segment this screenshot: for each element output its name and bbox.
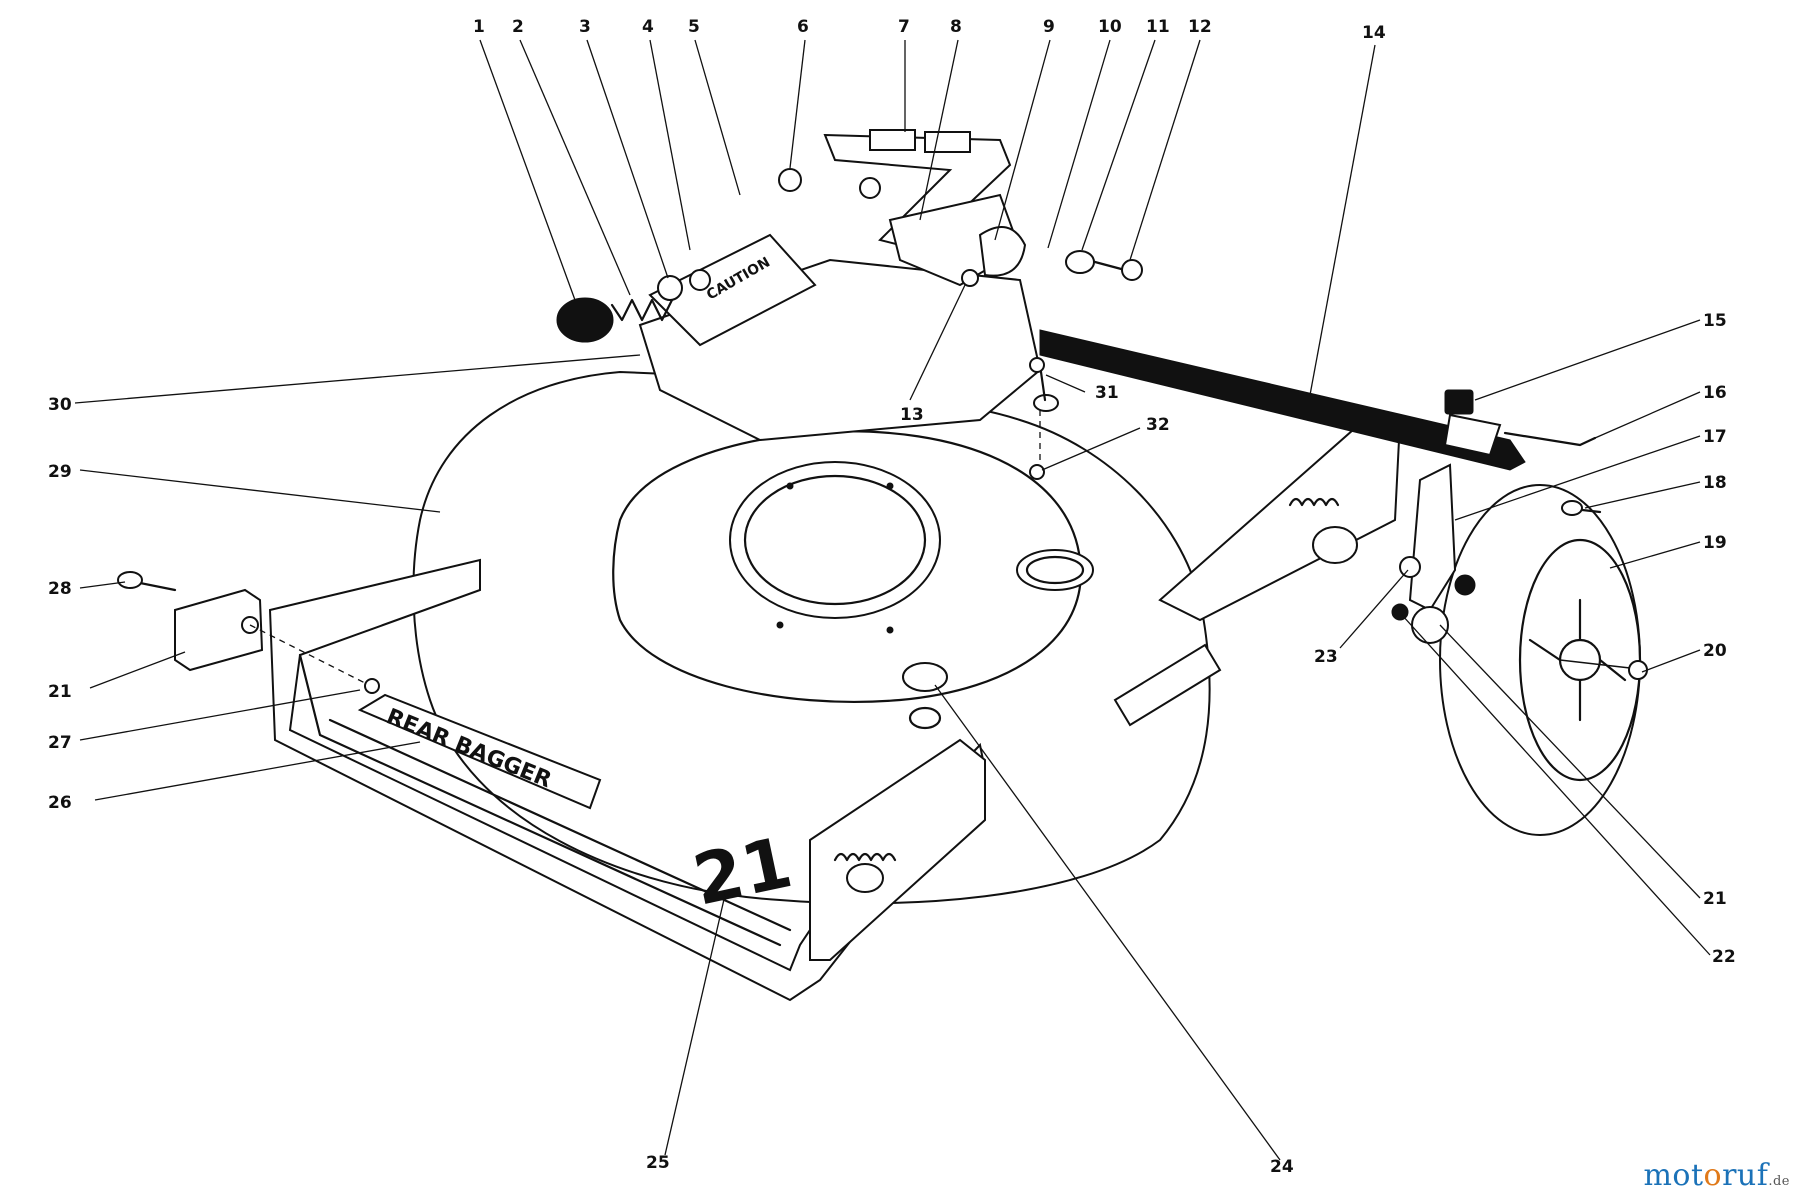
callout-26: 26: [48, 793, 72, 813]
control-housing: CAUTION: [556, 129, 1143, 442]
small-hardware: [961, 269, 1602, 516]
model-number-decal: 21: [686, 821, 798, 921]
callout-21-right: 21: [1703, 889, 1727, 909]
callout-11: 11: [1146, 17, 1170, 37]
callout-7: 7: [898, 17, 910, 37]
callout-3: 3: [579, 17, 591, 37]
left-bracket: [117, 571, 380, 694]
axle-tube: [1039, 329, 1526, 471]
callout-5: 5: [688, 17, 700, 37]
callout-29: 29: [48, 462, 72, 482]
callout-27: 27: [48, 733, 72, 753]
callout-14: 14: [1362, 23, 1386, 43]
callout-2: 2: [512, 17, 524, 37]
callout-4: 4: [642, 17, 654, 37]
callout-13: 13: [900, 405, 924, 425]
watermark-logo: motoruf.de: [1643, 1158, 1790, 1193]
leader-lines: [74, 39, 1711, 1161]
callout-21-left: 21: [48, 682, 72, 702]
callout-31: 31: [1095, 383, 1119, 403]
wheel-bracket: [1391, 463, 1476, 644]
watermark-part-3: ruf: [1722, 1158, 1769, 1193]
callout-25: 25: [646, 1153, 670, 1173]
callout-22: 22: [1712, 947, 1736, 967]
callout-9: 9: [1043, 17, 1055, 37]
mower-deck: REAR BAGGER 21: [268, 370, 1402, 1002]
callout-17: 17: [1703, 427, 1727, 447]
callout-10: 10: [1098, 17, 1122, 37]
callout-23: 23: [1314, 647, 1338, 667]
callout-20: 20: [1703, 641, 1727, 661]
watermark-part-2: o: [1703, 1158, 1723, 1193]
callout-1: 1: [473, 17, 485, 37]
callout-18: 18: [1703, 473, 1727, 493]
callout-12: 12: [1188, 17, 1212, 37]
watermark-part-1: mot: [1643, 1158, 1704, 1193]
callout-16: 16: [1703, 383, 1727, 403]
callout-6: 6: [797, 17, 809, 37]
callout-28: 28: [48, 579, 72, 599]
watermark-tld: .de: [1768, 1174, 1790, 1189]
callout-19: 19: [1703, 533, 1727, 553]
callout-30: 30: [48, 395, 72, 415]
caution-decal: CAUTION: [648, 233, 817, 347]
callout-8: 8: [950, 17, 962, 37]
callout-15: 15: [1703, 311, 1727, 331]
callout-numbers: 1 2 3 4 5 6 7 8 9 10 11 12 13 14 15 16 1…: [48, 17, 1736, 1177]
callout-32: 32: [1146, 415, 1170, 435]
callout-24: 24: [1270, 1157, 1294, 1177]
rear-wheel: [1439, 484, 1648, 836]
